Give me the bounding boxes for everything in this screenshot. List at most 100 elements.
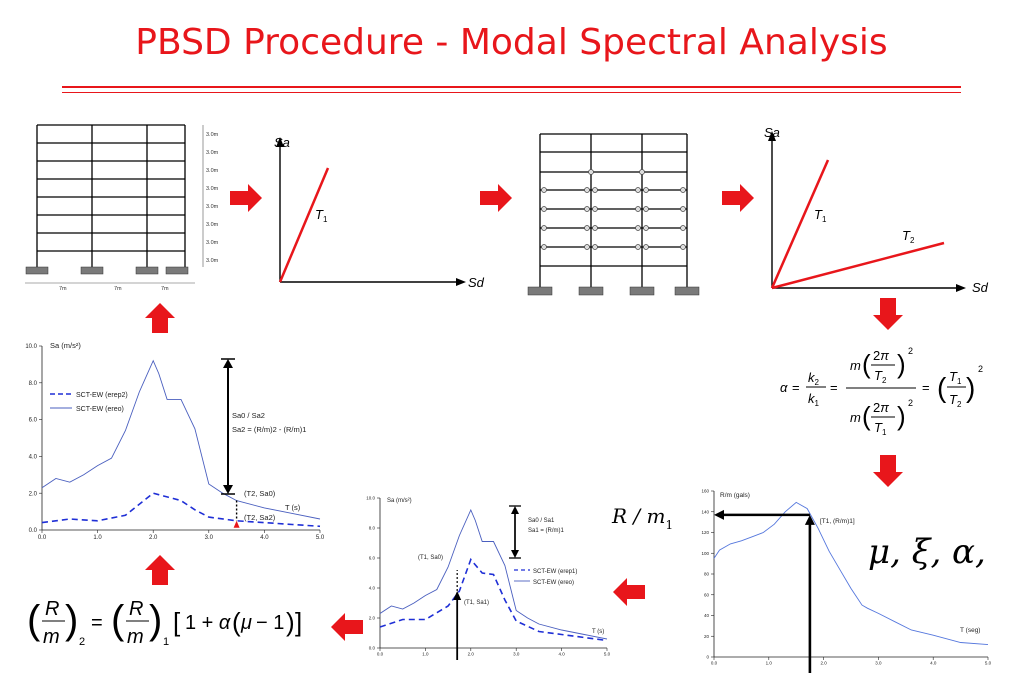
story-height-label: 3.0m	[206, 186, 219, 192]
svg-text:2: 2	[908, 398, 913, 408]
svg-text:T2: T2	[949, 392, 962, 409]
svg-text:T1: T1	[949, 369, 962, 386]
svg-text:=: =	[830, 380, 838, 395]
x-axis-label: T (seg)	[960, 627, 980, 634]
annotation: Sa0 / Sa2	[232, 411, 265, 420]
y-tick-label: 6.0	[29, 418, 38, 424]
y-tick-label: 10.0	[366, 496, 375, 501]
x-tick-label: 2.0	[820, 661, 827, 666]
x-tick-label: 1.0	[422, 652, 429, 657]
svg-text:T1: T1	[874, 420, 887, 437]
story-height-label: 3.0m	[206, 222, 219, 228]
svg-text:T1: T1	[814, 207, 827, 224]
y-tick-label: 6.0	[369, 556, 376, 561]
story-height-label: 3.0m	[206, 132, 219, 138]
svg-text:=: =	[91, 612, 103, 634]
story-height-label: 3.0m	[206, 240, 219, 246]
arrow-up-icon	[145, 303, 175, 333]
series-line	[379, 508, 608, 640]
arrow-right-icon	[722, 184, 754, 212]
legend-label: SCT-EW (erep1)	[533, 569, 577, 575]
story-height-label: 3.0m	[206, 168, 219, 174]
r-over-m1-label: R / m1	[612, 504, 674, 532]
title-underline	[62, 86, 961, 88]
svg-text:=: =	[792, 380, 800, 395]
svg-text:1: 1	[163, 636, 169, 648]
strength-update-formula: ( R m ) 2 = ( R m ) 1 [ 1 + α ( μ − 1 ) …	[27, 598, 302, 648]
bay-width-label: 7m	[114, 286, 122, 292]
red-pointer-icon	[233, 520, 240, 528]
arrow-right-icon	[230, 184, 262, 212]
arrow-up-icon	[145, 555, 175, 585]
x-tick-label: 5.0	[985, 661, 992, 666]
alpha-stiffness-formula: α = k2 k1 = m ( 2π T2 ) 2 m ( 2π T1 ) 2 …	[780, 346, 983, 437]
arrowhead-up-icon	[453, 591, 462, 600]
annotation: (T2, Sa2)	[244, 513, 276, 522]
svg-text:T2: T2	[902, 228, 915, 245]
svg-text:(: (	[862, 401, 871, 431]
svg-text:1 + α: 1 + α	[185, 612, 231, 634]
svg-text:): )	[966, 372, 975, 403]
series-line	[713, 501, 989, 646]
story-height-label: 3.0m	[206, 204, 219, 210]
y-tick-label: 4.0	[369, 586, 376, 591]
series-line	[379, 557, 608, 642]
svg-text:2: 2	[908, 346, 913, 356]
t2-subscript: 2	[910, 236, 915, 245]
arrow-down-icon	[873, 455, 903, 487]
svg-text:): )	[897, 349, 906, 379]
x-axis-label: T (s)	[592, 629, 604, 635]
y-axis-label: R/m (gals)	[720, 492, 750, 499]
svg-text:− 1: − 1	[256, 612, 284, 634]
y-axis-label: Sa (m/s²)	[387, 498, 412, 504]
bay-width-label: 7m	[161, 286, 169, 292]
y-tick-label: 2.0	[29, 491, 38, 497]
y-tick-label: 80	[704, 572, 710, 577]
arrowhead-up-icon	[511, 506, 519, 514]
arrowhead-left-icon	[714, 509, 724, 520]
svg-text:]: ]	[295, 607, 302, 637]
svg-text:α: α	[780, 380, 788, 395]
y-tick-label: 160	[701, 489, 709, 494]
svg-text:k2: k2	[808, 370, 820, 387]
x-tick-label: 5.0	[604, 652, 611, 657]
annotation: Sa2 = (R/m)2 - (R/m)1	[232, 425, 306, 434]
sa-axis-label: Sa	[764, 125, 780, 140]
svg-text:): )	[897, 401, 906, 431]
svg-text:(: (	[862, 349, 871, 379]
series-line	[41, 359, 321, 520]
y-tick-label: 40	[704, 613, 710, 618]
building-frame-elevation: 3.0m 3.0m 3.0m 3.0m 3.0m 3.0m 3.0m 3.0m …	[25, 124, 219, 292]
y-tick-label: 140	[701, 509, 709, 514]
svg-text:m: m	[850, 410, 861, 425]
slide-title: PBSD Procedure - Modal Spectral Analysis	[135, 22, 888, 63]
arrowhead-down-icon	[511, 550, 519, 558]
sd-axis-label: Sd	[972, 280, 989, 295]
svg-text:R: R	[45, 598, 59, 620]
annotation: Sa1 = (R/m)1	[528, 528, 565, 534]
x-tick-label: 3.0	[205, 535, 214, 541]
y-tick-label: 2.0	[369, 616, 376, 621]
svg-text:(: (	[27, 598, 41, 642]
x-tick-label: 0.0	[711, 661, 718, 666]
svg-text:(: (	[937, 372, 947, 403]
svg-text:(: (	[111, 598, 125, 642]
t1-label: T	[814, 207, 823, 222]
plastic-hinges	[541, 169, 686, 250]
svg-text:[: [	[173, 607, 181, 637]
x-tick-label: 1.0	[93, 535, 102, 541]
bay-width-label: 7m	[59, 286, 67, 292]
annotation: [T1, (R/m)1]	[820, 518, 855, 525]
svg-text:2π: 2π	[873, 400, 889, 415]
arrowhead-down-icon	[223, 485, 233, 494]
svg-text:m: m	[43, 626, 60, 648]
svg-text:2π: 2π	[873, 348, 889, 363]
svg-text:k1: k1	[808, 391, 820, 408]
y-tick-label: 100	[701, 551, 709, 556]
x-tick-label: 5.0	[316, 535, 325, 541]
x-tick-label: 2.0	[468, 652, 475, 657]
x-tick-label: 4.0	[558, 652, 565, 657]
y-tick-label: 120	[701, 530, 709, 535]
annotation: (T1, Sa0)	[418, 555, 443, 561]
